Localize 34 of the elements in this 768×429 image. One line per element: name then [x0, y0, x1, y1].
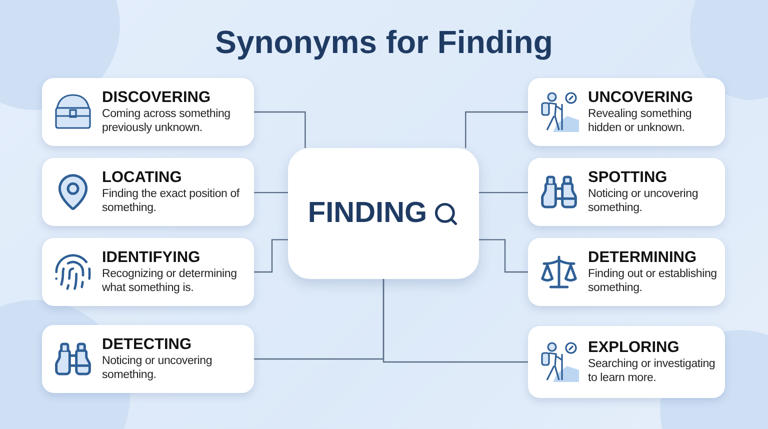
synonym-card: [42, 238, 254, 306]
synonym-description: Revealing something hidden or unknown.: [588, 107, 693, 135]
connector-line: [254, 192, 288, 194]
synonym-heading: LOCATING: [102, 169, 183, 187]
synonym-card: [42, 325, 254, 393]
connector-line: [254, 239, 288, 273]
synonym-heading: EXPLORING: [588, 339, 680, 357]
synonym-card: [42, 158, 254, 226]
synonym-card: [528, 326, 725, 398]
synonym-description: Coming across something previously unknown.: [102, 107, 232, 135]
central-label: FINDING: [308, 197, 428, 230]
synonym-heading: UNCOVERING: [588, 89, 694, 107]
synonym-description: Noticing or uncovering something.: [102, 354, 214, 382]
connector-line: [382, 279, 528, 363]
connector-line: [479, 192, 528, 194]
synonym-description: Searching or investigating to learn more.: [588, 357, 716, 385]
connector-line: [479, 239, 528, 273]
title: Synonyms for Finding: [215, 24, 553, 61]
central-box: [288, 148, 479, 279]
synonym-heading: DETECTING: [102, 336, 193, 354]
synonym-description: Finding out or establishing something.: [588, 267, 718, 295]
connector-line: [465, 111, 528, 148]
connector-line: [254, 111, 306, 148]
synonym-heading: SPOTTING: [588, 169, 668, 187]
synonym-card: [528, 238, 725, 306]
synonym-description: Noticing or uncovering something.: [588, 187, 700, 215]
synonym-heading: IDENTIFYING: [102, 249, 202, 267]
synonym-description: Finding the exact position of something.: [102, 187, 241, 215]
synonym-description: Recognizing or determining what something is.: [102, 267, 238, 295]
synonym-heading: DETERMINING: [588, 249, 698, 267]
synonym-card: [528, 78, 725, 146]
synonym-heading: DISCOVERING: [102, 89, 212, 107]
synonym-card: [42, 78, 254, 146]
synonym-card: [528, 158, 725, 226]
